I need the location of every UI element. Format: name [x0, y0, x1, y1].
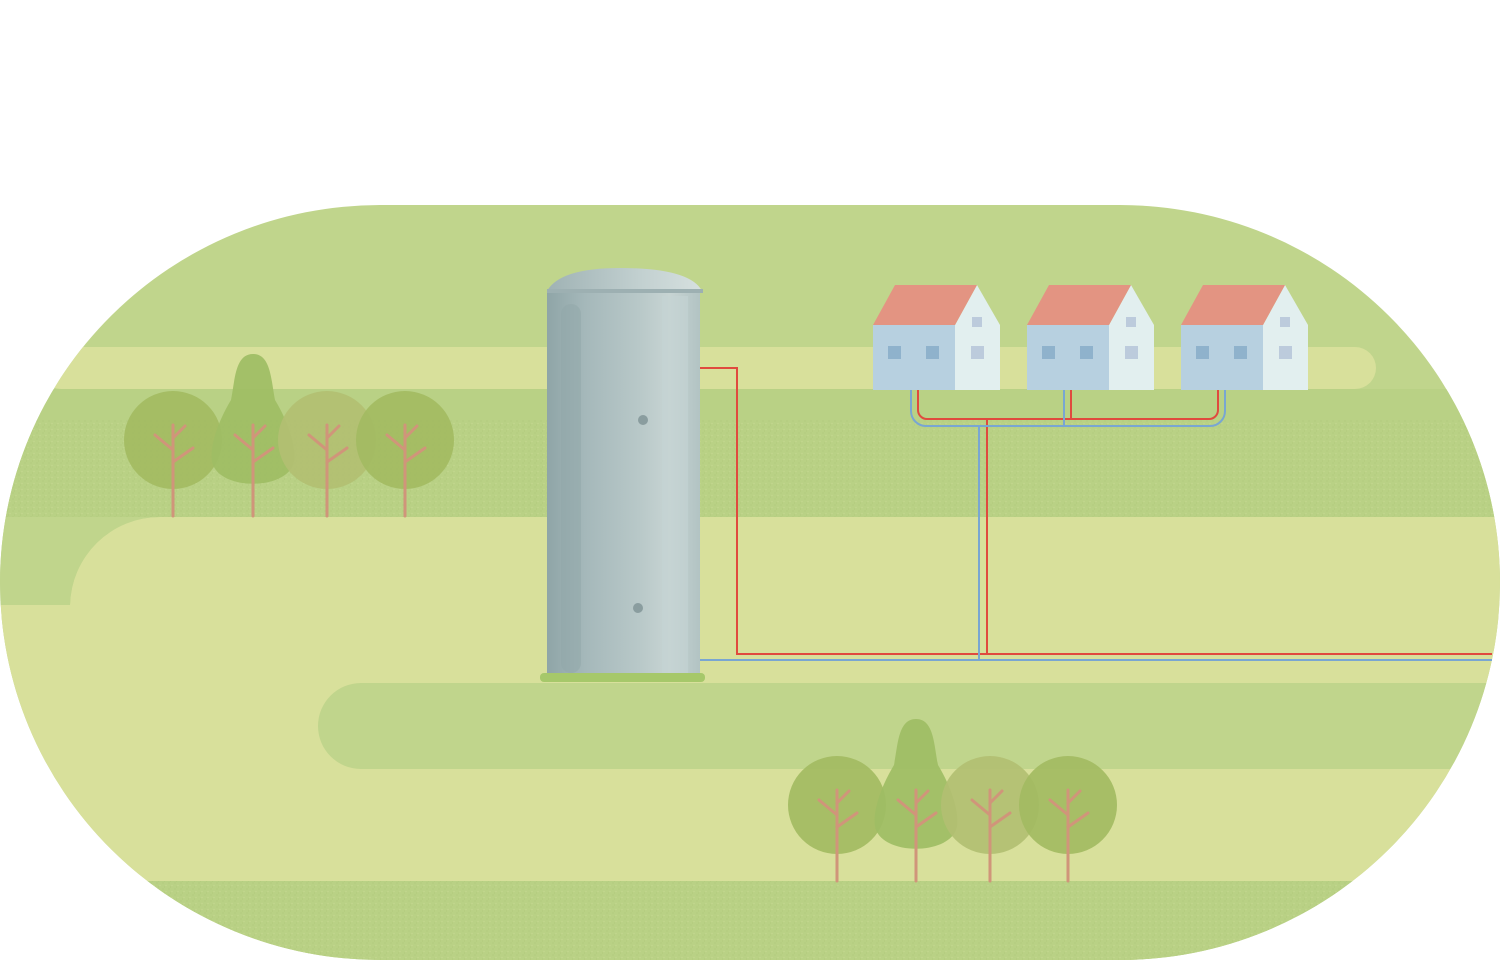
tank-outlet-hot: [638, 415, 648, 425]
tree-crown: [211, 354, 295, 484]
left-field-curve: [70, 517, 160, 605]
tree-trunk: [153, 423, 195, 518]
house-icon: [873, 285, 1000, 390]
round-tree-icon: [1019, 756, 1117, 883]
house-window: [1234, 346, 1247, 359]
house-side-wall: [1263, 285, 1308, 390]
round-tree-icon: [788, 756, 886, 883]
house-roof: [1181, 285, 1285, 325]
house-window: [926, 346, 939, 359]
thermal-storage-tank-icon: [540, 268, 705, 682]
bottom-plain-left: [0, 683, 361, 769]
house-roof: [873, 285, 977, 325]
house-window: [972, 317, 982, 327]
house-front-wall: [1027, 325, 1109, 390]
lower-field-band: [318, 683, 1500, 769]
round-tree-icon: [124, 391, 222, 518]
round-tree-icon: [278, 391, 376, 518]
house-window: [1280, 317, 1290, 327]
tree-trunk: [1048, 788, 1090, 883]
house-front-wall: [1181, 325, 1263, 390]
round-tree-icon: [356, 391, 454, 518]
house-window: [888, 346, 901, 359]
house-side-wall: [955, 285, 1000, 390]
house-side-wall: [1109, 285, 1154, 390]
tank-rim: [547, 289, 703, 293]
houses: [873, 285, 1308, 390]
tree-trunk: [817, 788, 859, 883]
house-window: [1080, 346, 1093, 359]
poplar-tree-icon: [211, 354, 295, 518]
tank-dome: [547, 268, 702, 291]
bottom-plain: [0, 769, 1500, 881]
hot-house-manifold: [917, 390, 1219, 420]
tree-group-icon: [788, 719, 1117, 883]
poplar-tree-icon: [874, 719, 958, 883]
house-window: [1125, 346, 1138, 359]
cold-house-manifold: [910, 390, 1226, 427]
house-window: [1126, 317, 1136, 327]
central-plain: [0, 517, 1500, 683]
tree-trunk: [385, 423, 427, 518]
house-front-wall: [873, 325, 955, 390]
left-field: [0, 517, 70, 605]
house-icon: [1027, 285, 1154, 390]
tank-highlight: [662, 296, 688, 673]
tree-crown: [874, 719, 958, 849]
house-window: [1279, 346, 1292, 359]
tree-group-icon: [124, 354, 454, 518]
tree-trunk: [233, 423, 275, 518]
house-window: [971, 346, 984, 359]
house-window: [1042, 346, 1055, 359]
tree-trunk: [970, 788, 1012, 883]
house-roof: [1027, 285, 1131, 325]
house-icon: [1181, 285, 1308, 390]
round-tree-icon: [941, 756, 1039, 883]
trees: [124, 354, 1117, 883]
tank-base: [540, 673, 705, 682]
tree-trunk: [896, 788, 938, 883]
bottom-meadow-texture: [0, 881, 1500, 960]
tree-trunk: [307, 423, 349, 518]
tank-inlet-cold: [633, 603, 643, 613]
tank-left-shade: [561, 304, 581, 673]
house-window: [1196, 346, 1209, 359]
